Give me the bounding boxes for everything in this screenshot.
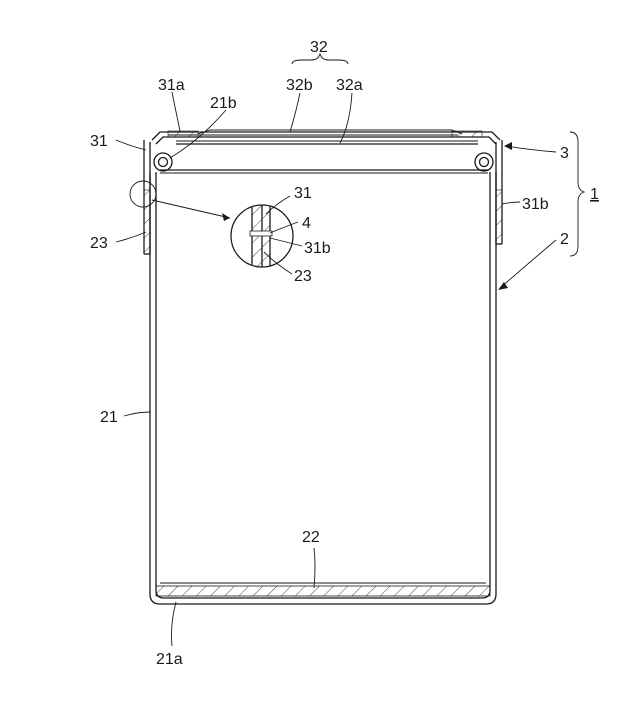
label-32b: 32b <box>286 77 313 94</box>
cup-body <box>150 153 496 604</box>
label-21a: 21a <box>156 651 183 668</box>
detail-label-31b: 31b <box>304 240 331 257</box>
label-32a: 32a <box>336 77 363 94</box>
detail-magnifier <box>130 181 293 272</box>
leader-lines <box>116 54 584 646</box>
lid <box>144 130 502 254</box>
label-22: 22 <box>302 529 320 546</box>
detail-label-23: 23 <box>294 268 312 285</box>
label-23: 23 <box>90 235 108 252</box>
label-3: 3 <box>560 145 569 162</box>
label-1: 1 <box>590 186 599 203</box>
detail-label-31: 31 <box>294 185 312 202</box>
label-32: 32 <box>310 39 328 56</box>
detail-label-4: 4 <box>302 215 311 232</box>
label-21: 21 <box>100 409 118 426</box>
label-31b: 31b <box>522 196 549 213</box>
label-31: 31 <box>90 133 108 150</box>
label-31a: 31a <box>158 77 185 94</box>
label-21b: 21b <box>210 95 237 112</box>
label-2: 2 <box>560 231 569 248</box>
